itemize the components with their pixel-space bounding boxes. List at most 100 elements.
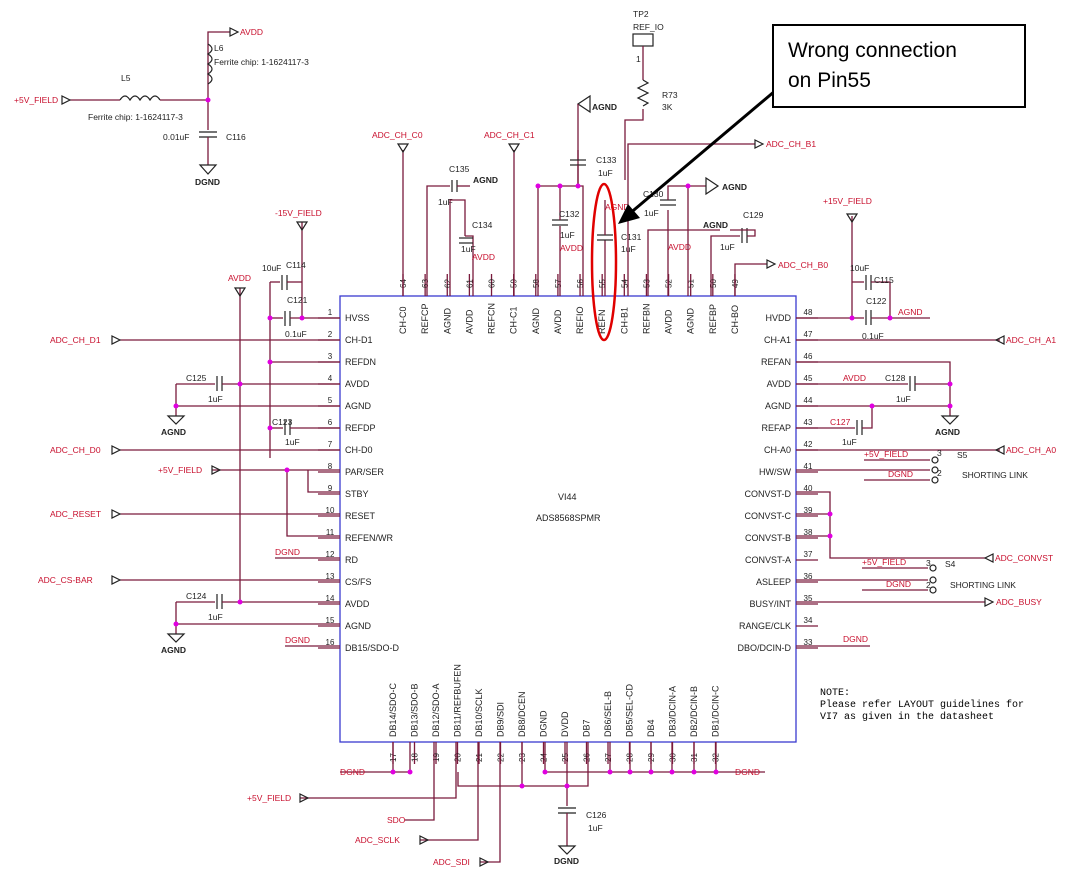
avdd-c134: AVDD <box>472 252 495 262</box>
c129-ref: C129 <box>743 210 764 220</box>
pin-name: CH-D1 <box>345 335 373 345</box>
r73-ref: R73 <box>662 90 678 100</box>
pin-name: CONVST-C <box>744 511 791 521</box>
l6-desc: Ferrite chip: 1-1624117-3 <box>214 57 309 67</box>
pin-name: REFBN <box>641 303 651 334</box>
pin-number: 43 <box>804 418 813 427</box>
s5-ref: S5 <box>957 450 968 460</box>
pin-number: 14 <box>326 594 335 603</box>
ref-io-label: REF_IO <box>633 22 664 32</box>
top-nets: ADC_CH_C0 ADC_CH_C1 C135 AGND 1uF C134 1… <box>372 130 828 296</box>
pin-number: 55 <box>598 279 607 288</box>
pin-number: 26 <box>583 753 592 762</box>
chip-part: ADS8568SPMR <box>536 513 601 523</box>
dgnd-label: DGND <box>195 177 220 187</box>
pin-number: 16 <box>326 638 335 647</box>
pin-number: 34 <box>804 616 813 625</box>
pin-name: AVDD <box>464 309 474 334</box>
pin-number: 39 <box>804 506 813 515</box>
pin-number: 44 <box>804 396 813 405</box>
c125-ref: C125 <box>186 373 207 383</box>
adc-ch-a0-label: ADC_CH_A0 <box>1006 445 1056 455</box>
resistor-r73 <box>636 79 650 107</box>
pin-number: 35 <box>804 594 813 603</box>
pin-name: AVDD <box>345 599 370 609</box>
inductor-l6 <box>206 43 213 85</box>
pin-number: 11 <box>326 528 335 537</box>
note-line-2: VI7 as given in the datasheet <box>820 712 995 723</box>
pin-name: REFIO <box>575 306 585 334</box>
c124-value: 1uF <box>208 612 223 622</box>
pin-name: REFCN <box>487 303 497 334</box>
pin-number: 50 <box>709 279 718 288</box>
pin-name: DB13/SDO-B <box>410 683 420 737</box>
fivev-left-label: +5V_FIELD <box>158 465 202 475</box>
dgnd-symbol <box>198 164 218 175</box>
avdd-net-label: AVDD <box>240 27 263 37</box>
pin-name: DB15/SDO-D <box>345 643 400 653</box>
fivev-s4-label: +5V_FIELD <box>862 557 906 567</box>
pin-name: CONVST-B <box>745 533 791 543</box>
pin-name: DB8/DCEN <box>517 691 527 737</box>
adc-ch-c1-label: ADC_CH_C1 <box>484 130 535 140</box>
c133-ref: C133 <box>596 155 617 165</box>
avdd-left-label: AVDD <box>228 273 251 283</box>
pin-name: HVSS <box>345 313 370 323</box>
ic-body <box>339 295 797 743</box>
dgnd-db15-label: DGND <box>285 635 310 645</box>
avdd-c130: AVDD <box>668 242 691 252</box>
pin-name: AVDD <box>553 309 563 334</box>
c129-value: 1uF <box>720 242 735 252</box>
dgnd-s5-label: DGND <box>888 469 913 479</box>
pin-name: RANGE/CLK <box>739 621 791 631</box>
fivev-bottom-label: +5V_FIELD <box>247 793 291 803</box>
chip-ref: VI44 <box>558 492 577 502</box>
junction-dots <box>173 97 953 789</box>
pin-number: 40 <box>804 484 813 493</box>
pin-number: 13 <box>326 572 335 581</box>
agnd-c130: AGND <box>722 182 747 192</box>
pin-name: CONVST-D <box>744 489 791 499</box>
bottom-nets: DGND SDO +5V_FIELD ADC_SCLK ADC_SDI C126… <box>247 742 765 867</box>
callout-line-1: Wrong connection <box>788 39 957 62</box>
pin-number: 2 <box>328 330 333 339</box>
pin55-highlight-ellipse <box>590 182 618 342</box>
c115-value: 10uF <box>850 263 869 273</box>
pin-number: 41 <box>804 462 813 471</box>
pin-name: HW/SW <box>759 467 791 477</box>
pin-name: RD <box>345 555 358 565</box>
pin-number: 18 <box>411 753 420 762</box>
callout-arrow-line <box>627 78 789 217</box>
pin-name: AVDD <box>345 379 370 389</box>
r73-value: 3K <box>662 102 673 112</box>
callout-box: Wrong connection on Pin55 <box>772 24 1026 108</box>
c131-ref: C131 <box>621 232 642 242</box>
pin-name: DB4 <box>646 719 656 737</box>
pin-name: REFAN <box>761 357 791 367</box>
callout-arrow-head <box>618 204 640 224</box>
pin-number: 24 <box>540 753 549 762</box>
c126-value: 1uF <box>588 823 603 833</box>
pin-number: 6 <box>328 418 333 427</box>
c133-value: 1uF <box>598 168 613 178</box>
c123-ref: C123 <box>272 417 293 427</box>
pin-name: CH-B1 <box>619 307 629 334</box>
pin-number: 5 <box>328 396 333 405</box>
adc-ch-b0-label: ADC_CH_B0 <box>778 260 828 270</box>
pin-name: CH-C0 <box>398 306 408 334</box>
c114-value: 10uF <box>262 263 281 273</box>
pin-number: 37 <box>804 550 813 559</box>
pin-number: 52 <box>665 279 674 288</box>
power-filter-block: AVDD +5V_FIELD L6 Ferrite chip: 1-162411… <box>14 27 309 187</box>
tp2-pin-one: 1 <box>636 54 641 64</box>
pin-name: BUSY/INT <box>749 599 791 609</box>
pin-number: 1 <box>328 308 333 317</box>
right-nets: +15V_FIELD 10uF C115 C122 0.1uF AGND ADC… <box>796 196 1056 647</box>
c135-ref: C135 <box>449 164 470 174</box>
dgnd-bottom-c126: DGND <box>554 856 579 866</box>
c127-value: 1uF <box>842 437 857 447</box>
c121-value: 0.1uF <box>285 329 307 339</box>
pin-name: DB7 <box>582 719 592 737</box>
pin-number: 22 <box>497 753 506 762</box>
